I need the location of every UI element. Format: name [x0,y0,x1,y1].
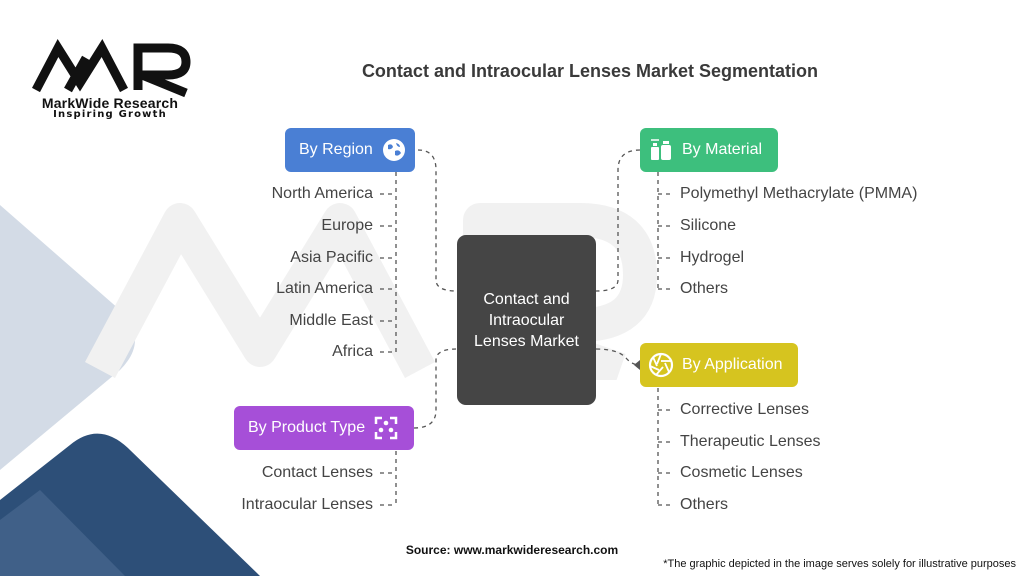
watermark-logo [85,203,657,380]
brand-name: MarkWide Research [41,95,179,111]
product-type-item: Contact Lenses [261,464,373,481]
focus-icon [374,416,398,440]
segment-material-label: By Material [682,141,763,158]
segment-application-label: By Application [682,356,783,373]
material-item: Hydrogel [680,249,745,266]
brand-logo [32,38,191,98]
region-item: Africa [332,343,373,360]
source-credit: Source: www.markwideresearch.com [405,543,619,557]
brand-tagline: Inspiring Growth [53,109,167,120]
material-item: Silicone [680,217,737,234]
material-item: Others [680,280,729,297]
region-item: Europe [321,217,373,234]
application-item: Therapeutic Lenses [680,433,821,450]
segment-application-header: By Application [640,343,798,387]
aperture-icon [648,352,674,378]
bottles-icon [651,139,671,160]
globe-icon [382,139,405,161]
region-item: Middle East [289,312,373,329]
region-item: North America [271,185,373,202]
segment-region-header: By Region [285,128,415,172]
disclaimer-note: *The graphic depicted in the image serve… [663,558,1016,570]
application-item: Others [680,496,729,513]
region-item: Asia Pacific [290,249,373,266]
product-type-item: Intraocular Lenses [241,496,373,513]
region-item: Latin America [276,280,373,297]
material-item: Polymethyl Methacrylate (PMMA) [680,185,918,202]
application-item: Cosmetic Lenses [680,464,803,481]
application-item: Corrective Lenses [680,401,809,418]
segment-material-header: By Material [640,128,778,172]
center-node: Contact and Intraocular Lenses Market [457,235,596,405]
segment-region-label: By Region [299,141,373,158]
segment-product-type-label: By Product Type [248,419,366,436]
page-title: Contact and Intraocular Lenses Market Se… [361,61,819,81]
segment-product-type-header: By Product Type [234,406,414,450]
